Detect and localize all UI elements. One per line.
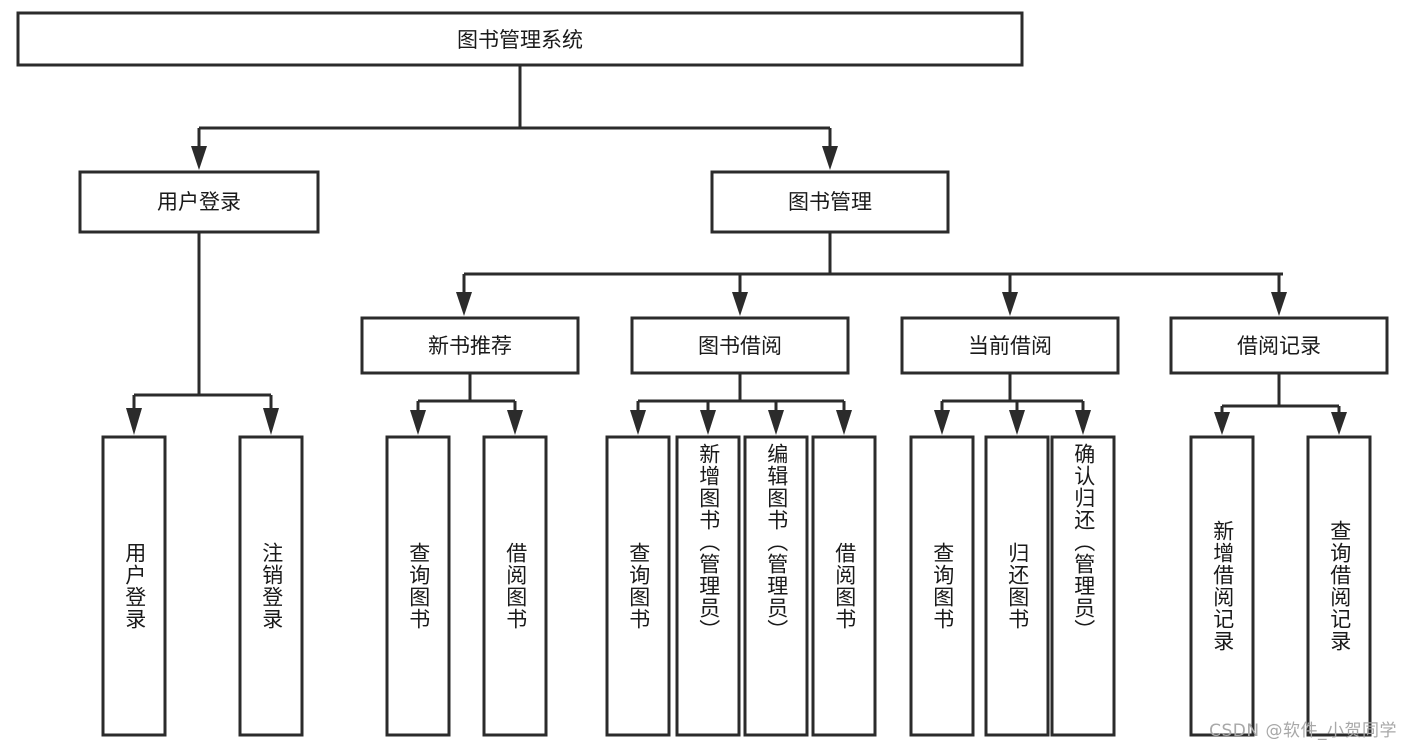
node-borrow-record-label: 借阅记录 (1237, 334, 1321, 358)
leaf-user-login-label: 用户登录 (122, 542, 147, 630)
leaf-return-book[interactable]: 归还图书 (986, 437, 1048, 735)
leaf-query-book-3[interactable]: 查询图书 (911, 437, 973, 735)
node-borrow-record-rect[interactable] (1169, 316, 1389, 375)
leaf-borrow-book-1[interactable]: 借阅图书 (484, 437, 546, 735)
leaf-query-book-2[interactable]: 查询图书 (607, 437, 669, 735)
arrow-head-leaf-query-book-1 (410, 410, 426, 435)
leaf-add-record-label: 新增借阅记录 (1210, 520, 1235, 652)
node-book-manage-rect[interactable] (710, 170, 950, 234)
node-book-manage[interactable]: 图书管理 (710, 170, 950, 234)
arrow-head-leaf-add-book (700, 410, 716, 435)
leaf-user-login[interactable]: 用户登录 (103, 437, 165, 735)
leaf-user-login-rect[interactable] (101, 435, 167, 737)
connector-group-book-borrow (630, 373, 852, 435)
connector-group-borrow-record (1214, 373, 1347, 435)
leaf-logout[interactable]: 注销登录 (240, 437, 302, 735)
arrow-head-leaf-query-book-2 (630, 410, 646, 435)
leaf-borrow-book-1-label: 借阅图书 (503, 542, 528, 630)
leaf-query-book-2-rect[interactable] (605, 435, 671, 737)
leaf-logout-label: 注销登录 (259, 542, 284, 630)
leaf-rect-group (101, 435, 1372, 737)
arrow-head-leaf-confirm-return (1075, 410, 1091, 435)
leaf-borrow-book-1-rect[interactable] (482, 435, 548, 737)
connector-group-book-manage (456, 232, 1287, 316)
arrow-head-leaf-return-book (1009, 410, 1025, 435)
node-root[interactable]: 图书管理系统 (16, 11, 1024, 67)
node-book-borrow-label: 图书借阅 (698, 334, 782, 358)
leaf-query-record-rect[interactable] (1306, 435, 1372, 737)
node-current-borrow[interactable]: 当前借阅 (900, 316, 1120, 375)
arrow-head-leaf-query-record (1331, 412, 1347, 435)
leaf-borrow-book-2-rect[interactable] (811, 435, 877, 737)
arrow-head-leaf-add-record (1214, 412, 1230, 435)
arrow-head-book-borrow (732, 292, 748, 316)
leaf-add-book-rect[interactable] (675, 435, 741, 737)
arrow-head-new-book-recommend (456, 292, 472, 316)
leaf-return-book-rect[interactable] (984, 435, 1050, 737)
leaf-add-book[interactable]: 新增图书（管理员） (677, 437, 739, 735)
arrow-head-leaf-query-book-3 (934, 410, 950, 435)
node-root-label: 图书管理系统 (457, 28, 583, 52)
leaf-query-book-1-rect[interactable] (385, 435, 451, 737)
node-new-book-recommend[interactable]: 新书推荐 (360, 316, 580, 375)
leaf-confirm-return-rect[interactable] (1050, 435, 1116, 737)
node-new-book-recommend-rect[interactable] (360, 316, 580, 375)
leaf-confirm-return[interactable]: 确认归还（管理员） (1052, 437, 1114, 735)
leaf-query-book-1[interactable]: 查询图书 (387, 437, 449, 735)
leaf-borrow-book-2[interactable]: 借阅图书 (813, 437, 875, 735)
arrow-head-leaf-user-login (126, 408, 142, 435)
leaf-query-record[interactable]: 查询借阅记录 (1308, 437, 1370, 735)
arrow-head-user-login (191, 146, 207, 170)
leaf-query-book-2-label: 查询图书 (626, 542, 651, 630)
leaf-edit-book-label: 编辑图书（管理员） (764, 443, 789, 641)
arrow-head-current-borrow (1002, 292, 1018, 316)
leaf-add-record[interactable]: 新增借阅记录 (1191, 437, 1253, 735)
arrow-head-leaf-logout (263, 408, 279, 435)
node-current-borrow-rect[interactable] (900, 316, 1120, 375)
connector-group-current-borrow (934, 373, 1091, 435)
node-current-borrow-label: 当前借阅 (968, 334, 1052, 358)
leaf-query-book-3-rect[interactable] (909, 435, 975, 737)
connector-group-user-login (126, 232, 279, 435)
node-book-borrow-rect[interactable] (630, 316, 850, 375)
node-user-login[interactable]: 用户登录 (78, 170, 320, 234)
arrow-head-leaf-borrow-book-1 (507, 410, 523, 435)
csdn-watermark: CSDN @软件_小贺同学 (1209, 721, 1397, 741)
leaf-edit-book-rect[interactable] (743, 435, 809, 737)
connector-group-new-book-recommend (410, 373, 523, 435)
leaf-add-record-rect[interactable] (1189, 435, 1255, 737)
arrow-head-borrow-record (1271, 292, 1287, 316)
leaf-query-book-3-label: 查询图书 (930, 542, 955, 630)
arrow-head-leaf-borrow-book-2 (836, 410, 852, 435)
leaf-query-record-label: 查询借阅记录 (1327, 520, 1352, 652)
arrow-head-book-manage (822, 146, 838, 170)
leaf-return-book-label: 归还图书 (1005, 542, 1030, 630)
node-user-login-rect[interactable] (78, 170, 320, 234)
leaf-query-book-1-label: 查询图书 (406, 542, 431, 630)
connector-group-root (191, 65, 838, 170)
leaf-borrow-book-2-label: 借阅图书 (832, 542, 857, 630)
node-root-rect[interactable] (16, 11, 1024, 67)
node-new-book-recommend-label: 新书推荐 (428, 334, 512, 358)
leaf-logout-rect[interactable] (238, 435, 304, 737)
node-borrow-record[interactable]: 借阅记录 (1169, 316, 1389, 375)
node-book-manage-label: 图书管理 (788, 190, 872, 214)
leaf-add-book-label: 新增图书（管理员） (696, 443, 721, 641)
node-book-borrow[interactable]: 图书借阅 (630, 316, 850, 375)
node-user-login-label: 用户登录 (157, 190, 241, 214)
leaf-confirm-return-label: 确认归还（管理员） (1071, 443, 1096, 641)
leaf-edit-book[interactable]: 编辑图书（管理员） (745, 437, 807, 735)
arrow-head-leaf-edit-book (768, 410, 784, 435)
